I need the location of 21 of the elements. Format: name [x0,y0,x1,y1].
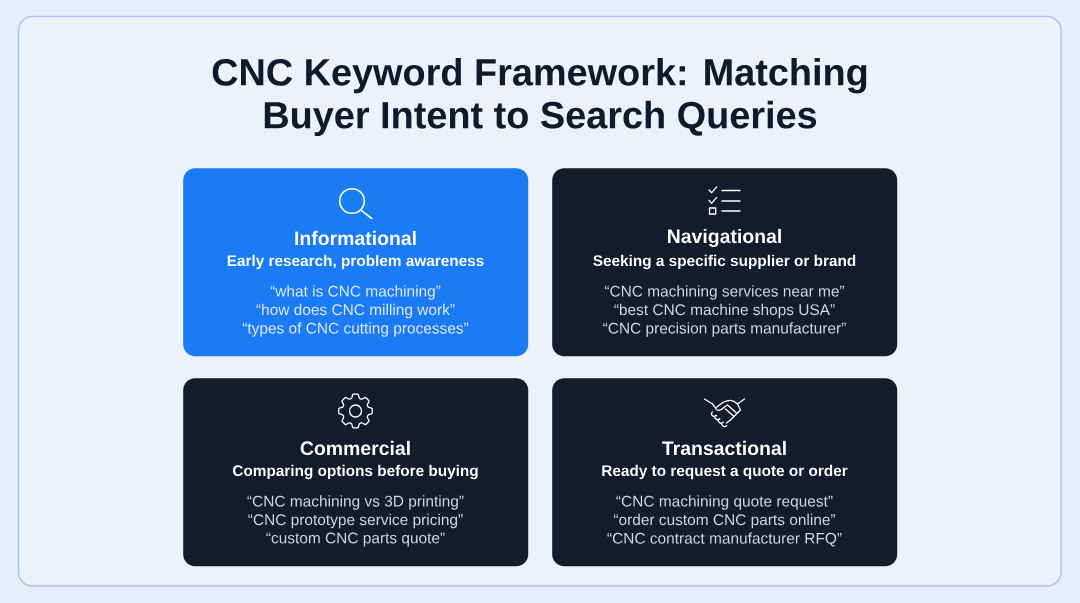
query-text: “best CNC machine shops USA” [614,303,835,319]
card-title: Navigational [668,228,781,248]
title: CNC Keyword Framework: Matching Buyer Intent to Search Queries [212,57,867,137]
query-text: “CNC contract manufacturer RFQ” [607,532,842,547]
query-text: “how does CNC milling work” [256,303,455,319]
card-title: Transactional [662,440,786,456]
query-text: “CNC machining vs 3D printing” [247,495,464,510]
query-text: “CNC precision parts manufacturer” [603,322,846,337]
query-text: “custom CNC parts quote” [266,532,445,547]
card-subtitle: Comparing options before buying [232,464,478,480]
query-text: “order custom CNC parts online” [613,513,836,529]
card-subtitle: Ready to request a quote or order [602,464,848,480]
card-subtitle: Early research, problem awareness [227,254,484,270]
card-subtitle: Seeking a specific supplier or brand [593,254,856,270]
query-text: “types of CNC cutting processes” [242,322,469,337]
card-title: Informational [295,230,416,246]
query-text: “CNC machining services near me” [604,285,845,300]
card-title: Commercial [300,440,410,456]
query-text: “CNC prototype service pricing” [248,513,463,529]
query-text: “what is CNC machining” [270,285,441,300]
query-text: “CNC machining quote request” [616,495,833,510]
